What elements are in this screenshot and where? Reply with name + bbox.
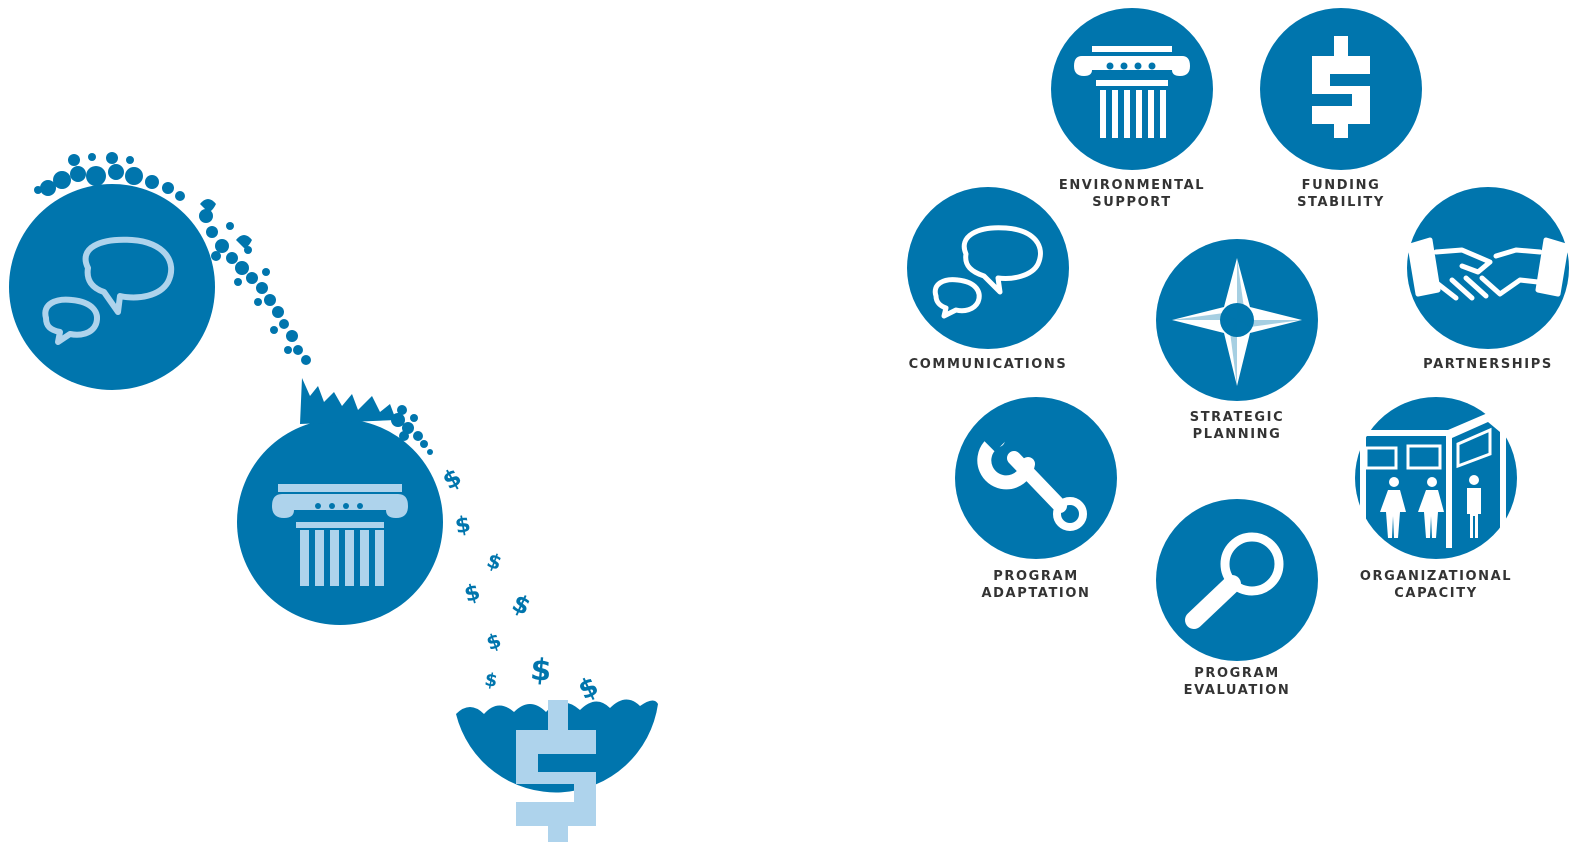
environmental-support-label: ENVIRONMENTAL SUPPORT: [1058, 178, 1206, 210]
left-illustration: $$$$$$$$$: [9, 152, 658, 842]
communications-node: [907, 187, 1069, 349]
communications-label: COMMUNICATIONS: [908, 357, 1068, 372]
program-adaptation-node: [955, 397, 1117, 559]
funding-stability-node: [1260, 8, 1422, 170]
environmental-support-node: [1051, 8, 1213, 170]
strategic-planning-node: [1156, 239, 1318, 401]
handshake-icon: [1407, 237, 1569, 301]
falling-dollar-sign: $: [483, 669, 499, 692]
wrench-icon: [977, 433, 1087, 531]
falling-dollar-sign: $: [438, 463, 466, 496]
magnifier-icon: [1185, 532, 1284, 629]
dollar-icon: [516, 700, 596, 842]
people-office-icon: [1360, 412, 1506, 548]
speech-bubbles-icon: [42, 236, 175, 345]
program-evaluation-label: PROGRAM EVALUATION: [1183, 666, 1291, 698]
compass-star-icon: [1172, 258, 1302, 386]
partnerships-label: PARTNERSHIPS: [1423, 357, 1553, 372]
falling-dollar-sign: $: [462, 580, 483, 608]
organizational-capacity-label: ORGANIZATIONAL CAPACITY: [1359, 569, 1513, 601]
program-evaluation-node: [1156, 499, 1318, 661]
dollar-icon: [1312, 36, 1370, 138]
partnerships-node: [1407, 187, 1569, 349]
falling-dollar-sign: $: [484, 548, 505, 575]
speech-bubbles-icon: [932, 225, 1043, 319]
falling-dollar-sign: $: [483, 628, 504, 655]
falling-dollar-sign: $: [508, 589, 535, 621]
funding-stability-label: FUNDING STABILITY: [1297, 178, 1385, 210]
program-adaptation-label: PROGRAM ADAPTATION: [981, 569, 1091, 601]
falling-dollar-sign: $: [529, 652, 553, 689]
organizational-capacity-node: [1355, 397, 1517, 559]
crumbling-communications-circle: [9, 152, 311, 390]
falling-dollar-signs: $$$$$$$$$: [438, 463, 603, 706]
column-icon: [1074, 46, 1190, 138]
column-icon: [272, 484, 408, 586]
sustainability-framework-diagram: [907, 8, 1569, 661]
falling-dollar-sign: $: [574, 671, 603, 706]
falling-dollar-sign: $: [453, 512, 472, 539]
strategic-planning-label: STRATEGIC PLANNING: [1189, 410, 1285, 442]
